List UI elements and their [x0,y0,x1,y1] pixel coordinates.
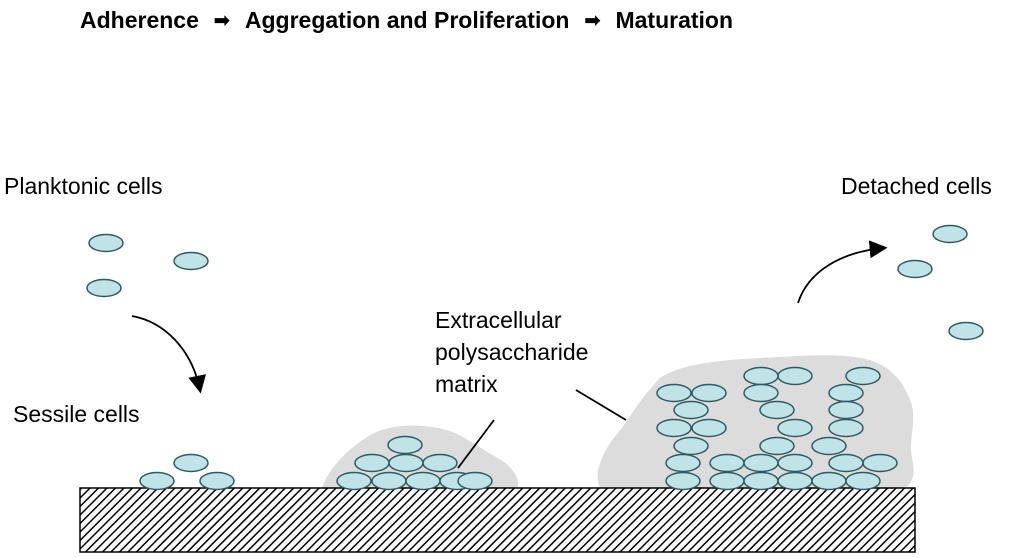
stage-maturation: Maturation [615,6,734,33]
mature-cell [828,400,864,420]
mature-cell [811,436,847,456]
aggregate-cell [371,471,407,491]
mature-cell [691,383,727,403]
biofilm-stage-header: Adherence ➡ Aggregation and Proliferatio… [80,4,733,36]
label-planktonic-cells: Planktonic cells [4,173,163,199]
stage-adherence: Adherence [80,6,199,33]
mature-cell [656,418,692,438]
substrate-surface [79,487,916,553]
mature-cell [656,383,692,403]
mature-cell [845,471,881,491]
mature-cell [665,471,701,491]
aggregate-cell [422,453,458,473]
planktonic-cell [173,251,209,271]
detached-cell [897,259,933,279]
mature-cell [691,418,727,438]
matrix-leader-line [575,389,627,421]
mature-cell [665,453,701,473]
mature-cell [673,400,709,420]
stage-aggregation-proliferation: Aggregation and Proliferation [244,6,570,33]
detachment-arrow [797,240,888,304]
mature-cell [743,471,779,491]
mature-cell [828,383,864,403]
planktonic-cell [88,233,124,253]
label-sessile-cells: Sessile cells [13,401,140,427]
aggregate-cell [354,453,390,473]
sessile-cell [199,471,235,491]
mature-cell [759,400,795,420]
mature-cell [777,453,813,473]
label-eps-line: polysaccharide [435,339,589,365]
label-extracellular-matrix: Extracellular polysaccharide matrix [435,304,588,400]
mature-cell [811,471,847,491]
cells-group [86,224,984,491]
mature-cell [777,366,813,386]
stage-arrow-icon: ➡ [584,9,601,32]
mature-cell [709,453,745,473]
aggregate-cell [387,435,423,455]
detached-cell [932,224,968,244]
mature-cell [759,436,795,456]
sessile-cell [139,471,175,491]
mature-cell [673,436,709,456]
attachment-arrow [131,315,206,394]
mature-cell [709,471,745,491]
aggregate-cell [405,471,441,491]
mature-cell [743,453,779,473]
label-eps-line: Extracellular [435,307,562,333]
mature-cell [743,366,779,386]
label-detached-cells: Detached cells [841,173,992,199]
stage-arrow-icon: ➡ [213,9,231,32]
mature-cell [845,366,881,386]
aggregate-cell [457,471,493,491]
matrix-leader-line [457,419,495,469]
aggregate-cell [336,471,372,491]
mature-cell [743,383,779,403]
mature-cell [828,418,864,438]
mature-cell [862,453,898,473]
mature-cell [777,471,813,491]
detached-cell [948,321,984,341]
aggregate-cell [388,453,424,473]
sessile-cell [173,453,209,473]
planktonic-cell [86,278,122,298]
mature-cell [777,418,813,438]
mature-cell [828,453,864,473]
label-eps-line: matrix [435,371,498,397]
